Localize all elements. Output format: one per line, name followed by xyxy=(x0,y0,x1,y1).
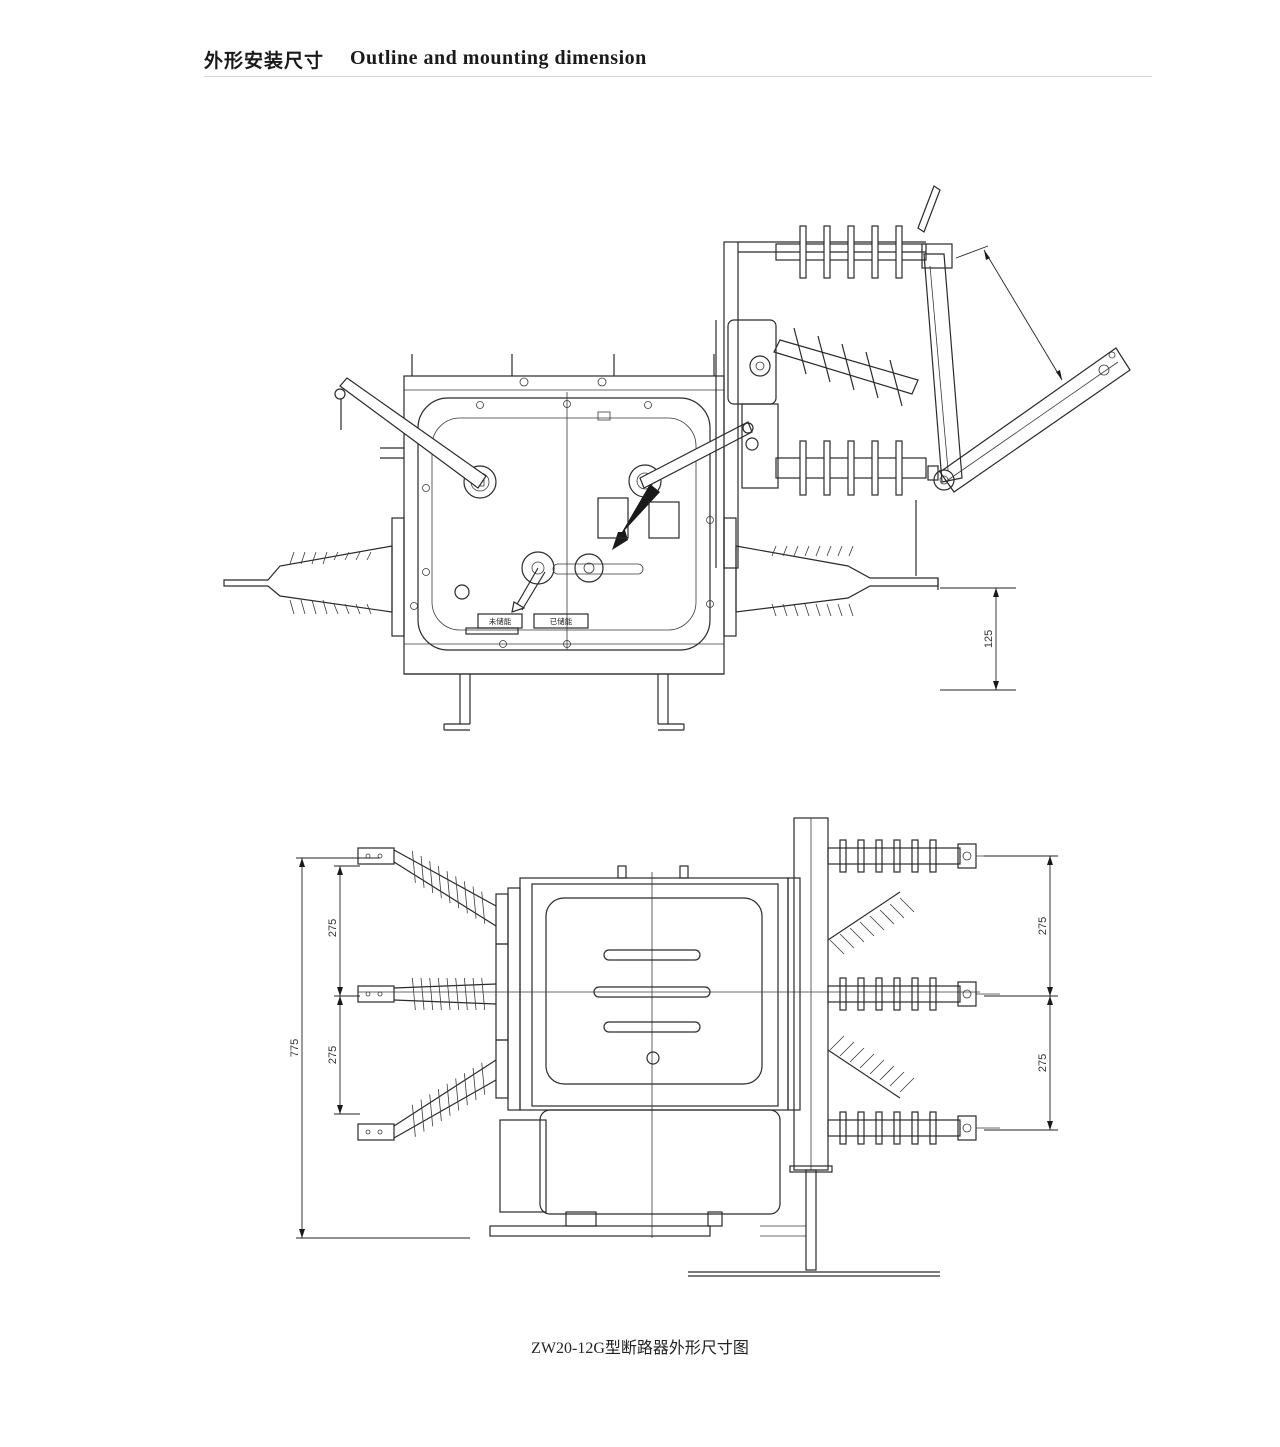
right-bushing xyxy=(735,545,939,617)
operating-handle-left xyxy=(339,377,487,489)
front-view: 未储能 已储能 xyxy=(223,185,1131,731)
isolator-blade-open xyxy=(939,347,1131,493)
dim-top-right-upper: 275 xyxy=(1037,917,1049,935)
front-cover-panel xyxy=(417,397,711,651)
dim-top-left-upper: 275 xyxy=(327,919,339,937)
header-title-en: Outline and mounting dimension xyxy=(350,47,647,69)
figure-caption: ZW20-12G型断路器外形尺寸图 xyxy=(531,1340,749,1357)
dim-top-775: 775 xyxy=(289,1039,301,1057)
indicator-arrow xyxy=(612,484,660,550)
isolator-lower-bushing xyxy=(775,440,927,496)
top-view: 775 275 275 275 275 xyxy=(289,817,1058,1277)
label-charged: 已储能 xyxy=(550,616,573,626)
header-title-cn: 外形安装尺寸 xyxy=(204,50,325,72)
main-shaft xyxy=(463,465,497,499)
dim-front-125: 125 xyxy=(983,630,995,648)
isolator-upper-bushing xyxy=(775,225,927,279)
left-bushing xyxy=(223,545,393,615)
charged-plate xyxy=(533,613,589,629)
top-right-bushings xyxy=(827,839,1000,1145)
isolator-diagonal-bushing xyxy=(773,327,919,407)
top-cover-panel xyxy=(545,897,763,1085)
dim-top-left-lower: 275 xyxy=(327,1046,339,1064)
dim-top-right-lower: 275 xyxy=(1037,1054,1049,1072)
page-header: 外形安装尺寸 Outline and mounting dimension xyxy=(204,44,1152,77)
top-housing xyxy=(519,877,789,1111)
label-not-charged: 未储能 xyxy=(489,616,512,626)
isolator-blade xyxy=(923,253,963,483)
top-left-bushings xyxy=(357,847,497,1141)
